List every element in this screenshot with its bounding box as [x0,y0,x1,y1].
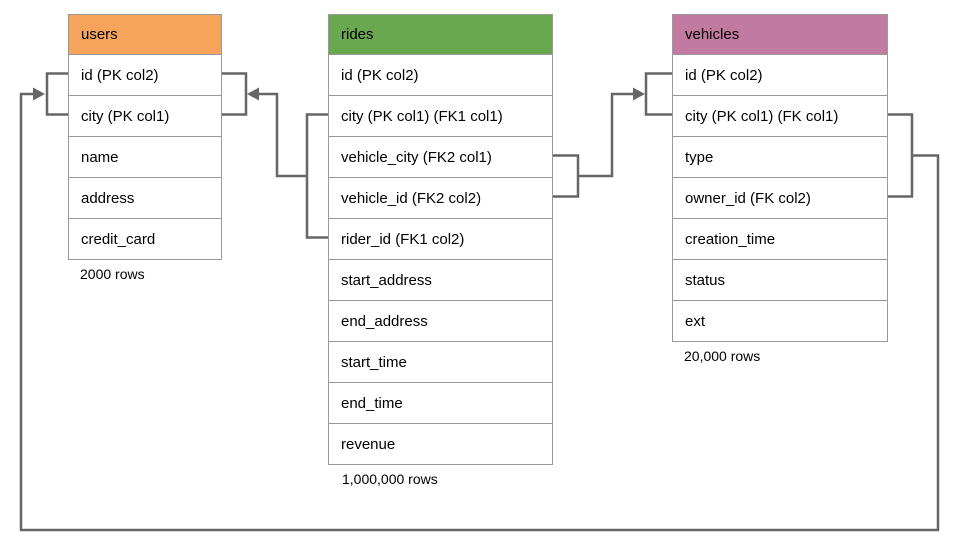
vehicles-row-creation-time: creation_time [673,218,887,259]
arrow-to-users-pk-left-icon [33,87,45,101]
relationship-rides-to-users-line [259,92,307,178]
users-table: users id (PK col2) city (PK col1) name a… [68,14,222,260]
vehicles-row-owner-id: owner_id (FK col2) [673,177,887,218]
arrow-to-users-pk-icon [247,87,259,101]
vehicles-fk-bracket [888,113,914,198]
rides-row-rider-id: rider_id (FK1 col2) [329,218,552,259]
users-pk-left-bracket [45,72,68,116]
vehicles-row-count: 20,000 rows [684,348,761,364]
users-row-city: city (PK col1) [69,95,221,136]
rides-row-city: city (PK col1) (FK1 col1) [329,95,552,136]
vehicles-table-header: vehicles [673,15,887,54]
users-row-credit-card: credit_card [69,218,221,259]
users-row-count: 2000 rows [80,266,145,282]
users-row-id: id (PK col2) [69,54,221,95]
users-table-header: users [69,15,221,54]
rides-row-count: 1,000,000 rows [342,471,438,487]
rides-row-id: id (PK col2) [329,54,552,95]
vehicles-row-city: city (PK col1) (FK col1) [673,95,887,136]
vehicles-row-id: id (PK col2) [673,54,887,95]
rides-table: rides id (PK col2) city (PK col1) (FK1 c… [328,14,553,465]
users-row-name: name [69,136,221,177]
arrow-to-vehicles-pk-icon [633,87,645,101]
rides-row-start-address: start_address [329,259,552,300]
rides-row-end-address: end_address [329,300,552,341]
rides-table-header: rides [329,15,552,54]
vehicles-row-ext: ext [673,300,887,341]
users-pk-right-bracket [222,72,248,116]
vehicles-pk-left-bracket [644,72,672,116]
rides-fk2-bracket [553,154,580,198]
rides-row-revenue: revenue [329,423,552,464]
vehicles-row-type: type [673,136,887,177]
rides-row-vehicle-id: vehicle_id (FK2 col2) [329,177,552,218]
rides-row-end-time: end_time [329,382,552,423]
users-row-address: address [69,177,221,218]
rides-row-start-time: start_time [329,341,552,382]
vehicles-row-status: status [673,259,887,300]
rides-row-vehicle-city: vehicle_city (FK2 col1) [329,136,552,177]
rides-fk1-bracket [305,113,328,239]
vehicles-table: vehicles id (PK col2) city (PK col1) (FK… [672,14,888,342]
relationship-rides-to-vehicles-line [578,92,633,178]
